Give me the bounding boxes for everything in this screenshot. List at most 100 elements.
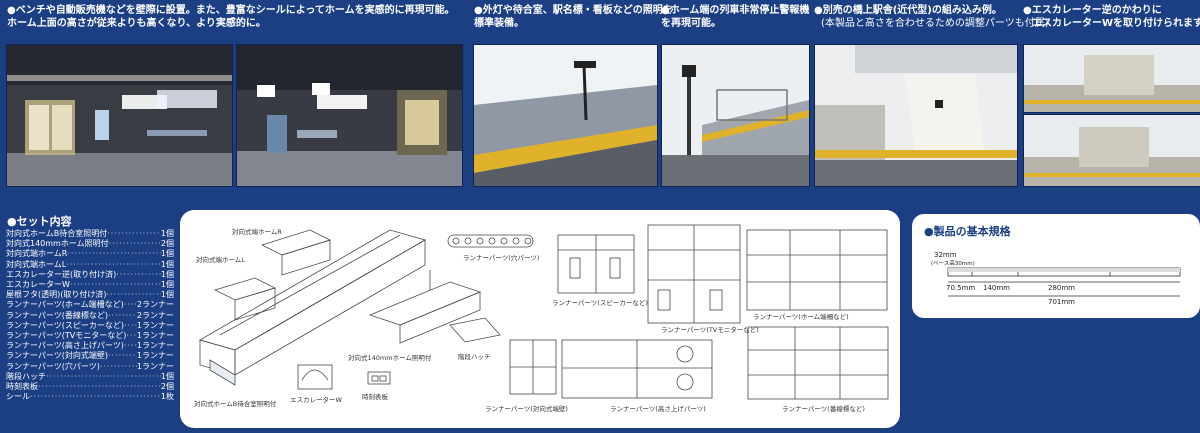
set-item-leader-dots: ········································… (123, 300, 137, 310)
set-item-name: 階段ハッチ (6, 371, 46, 381)
caption-escalator-2: エスカレーターWを取り付けられます。 (1032, 18, 1200, 29)
set-item: シール·····································… (6, 392, 174, 402)
set-item-quantity: 1個 (160, 371, 174, 381)
set-item-quantity: 2ランナー (136, 300, 174, 310)
set-item: エスカレーター逆(取り付け済)·························… (6, 270, 174, 280)
set-item-name: ランナーパーツ(高さ上げパーツ) (6, 341, 124, 351)
caption-lighting-2: 標準装備。 (474, 18, 524, 29)
label-escalator-w: エスカレーターW (290, 396, 342, 404)
label-waiting-room-platform: 対向式ホームB待合室照明付 (194, 400, 277, 408)
set-item: 時刻表板····································… (6, 382, 174, 392)
set-item-name: ランナーパーツ(ホーム端柵など) (6, 300, 124, 310)
caption-station-1: ●別売の橋上駅舎(近代型)の組み込み例。 (814, 5, 1002, 16)
photo-escalator-2 (1023, 114, 1200, 187)
dim-segment-b: 140mm (983, 284, 1010, 292)
set-item-leader-dots: ········································… (116, 269, 161, 279)
set-item: 屋根フタ(透明)(取り付け済)·························… (6, 290, 174, 300)
set-item-leader-dots: ········································… (69, 280, 161, 290)
set-item: ランナーパーツ(ホーム端柵など)························… (6, 300, 174, 310)
dim-segment-c: 280mm (1048, 284, 1075, 292)
set-item-quantity: 1ランナー (136, 361, 174, 371)
set-item-quantity: 1ランナー (136, 331, 174, 341)
set-contents-list: 対向式ホームB待合室照明付···························… (6, 229, 174, 402)
label-tv-parts: ランナーパーツ(TVモニターなど) (661, 326, 759, 334)
set-item: 対向式端ホームR································… (6, 249, 174, 259)
set-item-quantity: 2個 (160, 382, 174, 392)
set-item-quantity: 2個 (160, 239, 174, 249)
dim-base-height: (ベース高30mm) (931, 261, 975, 267)
set-item-quantity: 1ランナー (136, 351, 174, 361)
spec-title: ●製品の基本規格 (924, 225, 1011, 238)
set-item-quantity: 1ランナー (136, 341, 174, 351)
set-item-leader-dots: ········································… (124, 320, 137, 330)
caption-station-2: (本製品と高さを合わせるための調整パーツも付属) (821, 18, 1049, 29)
set-item-quantity: 1個 (160, 259, 174, 269)
set-item-leader-dots: ········································… (108, 239, 161, 249)
photo-alarm (661, 44, 810, 187)
dim-height: 32mm (934, 251, 957, 259)
set-item-leader-dots: ········································… (108, 310, 137, 320)
set-item-quantity: 1個 (160, 269, 174, 279)
set-item-quantity: 1個 (160, 229, 174, 238)
set-item: ランナーパーツ(スピーカーなど)························… (6, 321, 174, 331)
spec-drawing (947, 267, 1181, 297)
set-item-name: 対向式端ホームR (6, 249, 68, 259)
set-item-name: エスカレーター逆(取り付け済) (6, 269, 117, 279)
set-item-leader-dots: ········································… (106, 290, 160, 300)
label-hole-parts: ランナーパーツ(穴パーツ) (463, 254, 540, 262)
photo-station-building (814, 44, 1018, 187)
set-item-quantity: 1個 (160, 290, 174, 300)
set-item: 階段ハッチ···································… (6, 372, 174, 382)
set-item-name: ランナーパーツ(対向式端壁) (6, 351, 109, 361)
set-item: ランナーパーツ(対向式端壁)··························… (6, 351, 174, 361)
set-item-quantity: 2ランナー (136, 310, 174, 320)
set-item: 対向式140mmホーム照明付··························… (6, 239, 174, 249)
set-item-quantity: 1ランナー (136, 320, 174, 330)
set-item: エスカレーターW································… (6, 280, 174, 290)
set-item: ランナーパーツ(高さ上げパーツ)························… (6, 341, 174, 351)
label-hatch: 階段ハッチ (458, 353, 491, 361)
set-item-name: 対向式140mmホーム照明付 (6, 239, 109, 249)
caption-escalator-1: ●エスカレーター逆のかわりに (1023, 5, 1162, 16)
label-end-platform-r: 対向式端ホームR (232, 228, 282, 236)
set-item: 対向式端ホームL································… (6, 260, 174, 270)
caption-alarm-2: を再現可能。 (661, 18, 721, 29)
label-end-wall-parts: ランナーパーツ(対向式端壁) (485, 405, 568, 413)
set-item-leader-dots: ········································… (30, 392, 161, 402)
parts-drawing (198, 224, 889, 400)
set-item-name: ランナーパーツ(穴パーツ) (6, 361, 100, 371)
parts-diagram-panel: 対向式端ホームR 対向式端ホームL ランナーパーツ(穴パーツ) ランナーパーツ(… (180, 210, 900, 428)
set-item: 対向式ホームB待合室照明付···························… (6, 229, 174, 239)
set-item-quantity: 1個 (160, 249, 174, 259)
label-end-platform-l: 対向式端ホームL (196, 256, 245, 264)
set-item-leader-dots: ········································… (107, 229, 161, 238)
photo-night-platform-2 (236, 44, 463, 187)
caption-lighting-1: ●外灯や待合室、駅名標・看板などの照明を (474, 5, 673, 16)
set-item-leader-dots: ········································… (46, 371, 161, 381)
label-number-parts: ランナーパーツ(番線標など) (782, 405, 865, 413)
set-item-leader-dots: ········································… (67, 249, 161, 259)
photo-night-platform-1 (6, 44, 233, 187)
set-item-name: 屋根フタ(透明)(取り付け済) (6, 290, 107, 300)
label-timetable: 時刻表板 (362, 393, 388, 401)
set-item-name: 時刻表板 (6, 382, 38, 392)
set-item-leader-dots: ········································… (108, 351, 137, 361)
label-fence-parts: ランナーパーツ(ホーム端柵など) (753, 313, 849, 321)
set-item-quantity: 1個 (160, 280, 174, 290)
set-contents-title: ●セット内容 (7, 215, 72, 228)
photo-escalator-1 (1023, 44, 1200, 113)
set-item: ランナーパーツ(番線標など)··························… (6, 311, 174, 321)
label-height-parts: ランナーパーツ(高さ上げパーツ) (610, 405, 706, 413)
set-item-name: 対向式端ホームL (6, 259, 67, 269)
set-item-name: 対向式ホームB待合室照明付 (6, 229, 108, 238)
dim-total: 701mm (1048, 298, 1075, 306)
photo-lighting (473, 44, 658, 187)
label-140mm-platform: 対向式140mmホーム照明付 (348, 354, 432, 362)
spec-panel: ●製品の基本規格 32mm (ベース高30mm) 70.5mm 140mm 28… (912, 214, 1200, 318)
set-item-quantity: 1枚 (160, 392, 174, 402)
set-item-leader-dots: ········································… (123, 341, 137, 351)
dim-segment-a: 70.5mm (946, 284, 976, 292)
caption-bench: ●ベンチや自動販売機などを壁際に設置。また、豊富なシールによってホームを実感的に… (7, 5, 455, 16)
set-item-leader-dots: ········································… (126, 331, 137, 341)
set-item: ランナーパーツ(TVモニターなど)·······················… (6, 331, 174, 341)
